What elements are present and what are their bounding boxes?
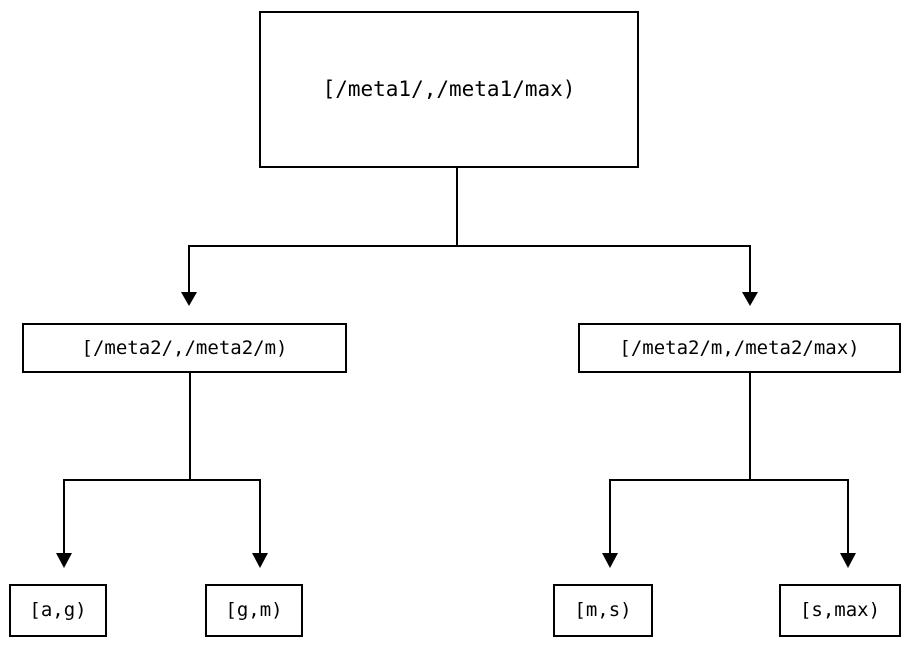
arrowhead-to-leaf-smax [840,553,856,568]
arrowhead-to-internal-right [742,292,758,306]
node-internal-left-label: [/meta2/,/meta2/m) [81,336,288,359]
node-leaf-gm-label: [g,m) [225,599,283,621]
node-root[interactable]: [/meta1/,/meta1/max) [259,11,639,168]
node-leaf-ms[interactable]: [m,s) [553,584,653,637]
node-root-label: [/meta1/,/meta1/max) [322,77,576,101]
node-internal-right[interactable]: [/meta2/m,/meta2/max) [578,323,901,373]
node-leaf-ag-label: [a,g) [29,599,87,621]
node-leaf-gm[interactable]: [g,m) [205,584,303,637]
node-leaf-ms-label: [m,s) [574,599,632,621]
node-leaf-ag[interactable]: [a,g) [9,584,107,637]
arrowhead-to-leaf-ag [56,553,72,568]
arrowhead-to-internal-left [181,292,197,306]
node-internal-right-label: [/meta2/m,/meta2/max) [619,336,860,359]
node-internal-left[interactable]: [/meta2/,/meta2/m) [22,323,347,373]
arrowhead-to-leaf-gm [252,553,268,568]
node-leaf-smax-label: [s,max) [799,599,881,621]
node-leaf-smax[interactable]: [s,max) [779,584,901,637]
arrowhead-to-leaf-ms [602,553,618,568]
